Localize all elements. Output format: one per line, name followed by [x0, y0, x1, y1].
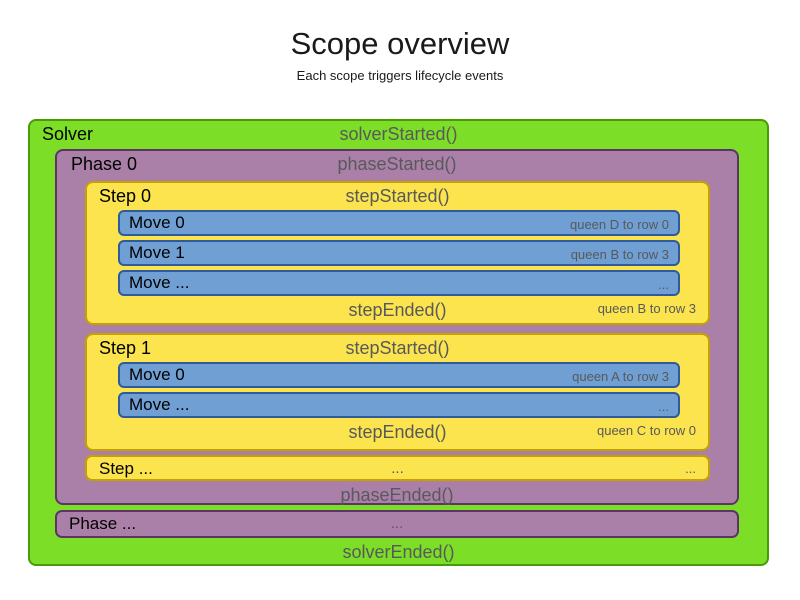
step-0-scope-box: Step 0 stepStarted() Move 0 queen D to r… [85, 181, 710, 325]
phase-0-ended-event: phaseEnded() [340, 485, 454, 505]
move-note: queen D to row 0 [569, 217, 669, 232]
step-more-center-dots: ... [391, 460, 404, 477]
step-0-header-row: Step 0 stepStarted() [87, 183, 708, 210]
phase-0-started-event: phaseStarted() [337, 154, 457, 174]
step-1-label: Step 1 [99, 338, 152, 358]
solver-header-row: Solver solverStarted() [30, 121, 767, 149]
phase-more-label: Phase ... [69, 514, 137, 533]
move-note: queen A to row 3 [572, 369, 669, 384]
step-1-move-list: Move 0 queen A to row 3 Move ... ... [118, 362, 680, 418]
move-label: Move 0 [129, 365, 185, 384]
step-0-ended-note: queen B to row 3 [597, 301, 696, 316]
move-box: Move 0 queen D to row 0 [118, 210, 680, 236]
step-0-ended-row: stepEnded() queen B to row 3 [87, 300, 708, 323]
move-box: Move ... ... [118, 392, 680, 418]
phase-more-center-dots: ... [390, 515, 404, 532]
step-1-started-event: stepStarted() [345, 338, 450, 358]
solver-label: Solver [42, 124, 94, 144]
step-0-move-list: Move 0 queen D to row 0 Move 1 queen B t… [118, 210, 680, 296]
phase-0-label: Phase 0 [71, 154, 138, 174]
move-label: Move ... [129, 395, 190, 414]
move-box: Move 0 queen A to row 3 [118, 362, 680, 388]
step-more-box: Step ... ... ... [85, 455, 710, 481]
diagram-subtitle: Each scope triggers lifecycle events [296, 68, 504, 83]
move-box: Move ... ... [118, 270, 680, 296]
move-box: Move 1 queen B to row 3 [118, 240, 680, 266]
move-note: ... [658, 277, 669, 292]
move-note: queen B to row 3 [570, 247, 669, 262]
diagram-title: Scope overview [290, 26, 510, 61]
phase-0-header-row: Phase 0 phaseStarted() [57, 151, 737, 179]
step-0-ended-event: stepEnded() [348, 300, 447, 320]
move-label: Move 1 [129, 243, 185, 262]
solver-footer-row: solverEnded() [30, 538, 767, 566]
solver-ended-event: solverEnded() [342, 542, 455, 562]
step-more-right-dots: ... [685, 461, 696, 476]
move-note: ... [658, 399, 669, 414]
step-1-scope-box: Step 1 stepStarted() Move 0 queen A to r… [85, 333, 710, 451]
step-0-started-event: stepStarted() [345, 186, 450, 206]
phase-0-footer-row: phaseEnded() [57, 481, 737, 508]
move-label: Move ... [129, 273, 190, 292]
solver-scope-box: Solver solverStarted() Phase 0 phaseStar… [28, 119, 769, 566]
move-label: Move 0 [129, 213, 185, 232]
step-1-ended-event: stepEnded() [348, 422, 447, 442]
step-1-header-row: Step 1 stepStarted() [87, 335, 708, 362]
phase-more-box: Phase ... ... [55, 510, 739, 538]
step-more-label: Step ... [99, 459, 153, 478]
step-1-ended-row: stepEnded() queen C to row 0 [87, 422, 708, 445]
solver-started-event: solverStarted() [339, 124, 458, 144]
phase-0-scope-box: Phase 0 phaseStarted() Step 0 stepStarte… [55, 149, 739, 505]
step-0-label: Step 0 [99, 186, 152, 206]
step-1-ended-note: queen C to row 0 [596, 423, 696, 438]
